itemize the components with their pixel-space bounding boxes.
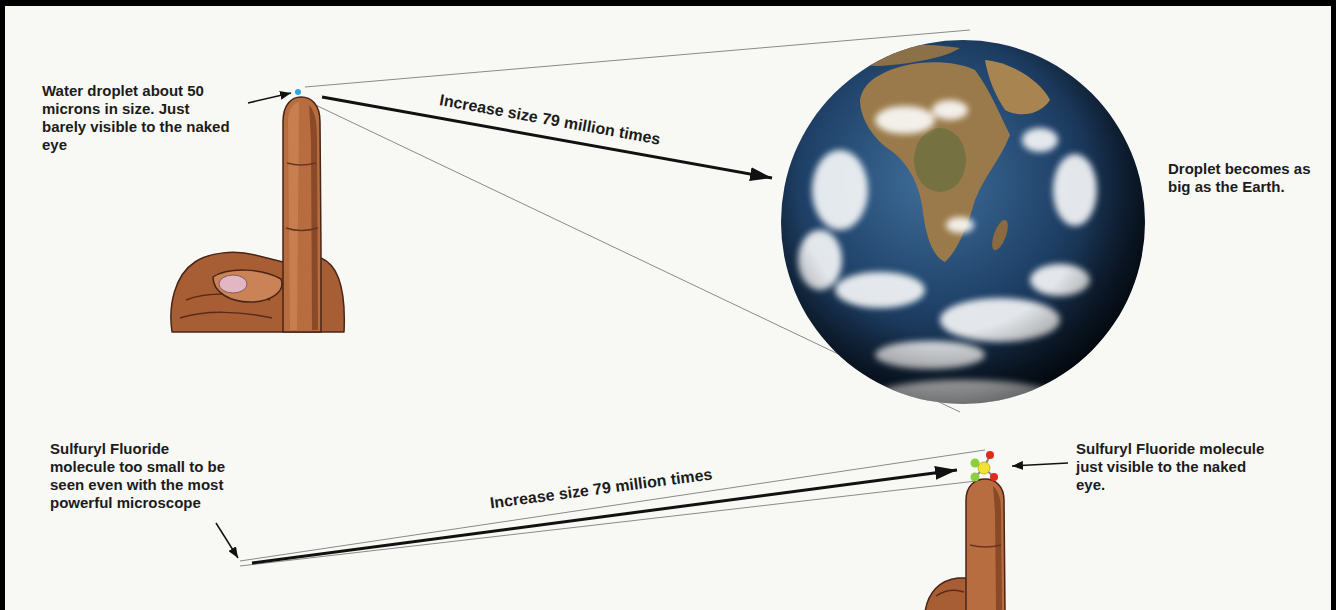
frame-border	[0, 0, 5, 610]
callout-text: Droplet becomes as big as the Earth.	[1166, 160, 1322, 196]
hand-illustration	[287, 163, 316, 165]
hand-illustration	[966, 479, 1005, 610]
callout-text: Sulfuryl Fluoride molecule too small to …	[48, 440, 236, 512]
hand-illustration	[936, 590, 964, 596]
molecule-model	[978, 462, 990, 474]
leader-arrow	[216, 93, 1068, 558]
molecule-model	[971, 473, 980, 482]
frame-border	[1331, 0, 1336, 610]
hand-illustration	[970, 545, 1001, 547]
leader-arrow	[216, 523, 238, 558]
callout-text: Water droplet about 50 microns in size. …	[40, 82, 238, 154]
molecule-model	[986, 451, 994, 459]
hand-illustration	[993, 486, 1002, 610]
hand-illustration	[288, 102, 299, 330]
projection-line	[240, 450, 985, 561]
hand-illustration	[925, 578, 968, 610]
molecule-model	[990, 473, 998, 481]
leader-arrow	[248, 93, 291, 103]
leader-arrow	[1012, 463, 1068, 466]
earth-illustration	[781, 40, 1145, 416]
molecule-model	[971, 451, 999, 482]
hand-illustration	[283, 97, 321, 332]
hand-illustration	[180, 312, 272, 318]
hand-illustration	[219, 275, 247, 293]
frame-border	[0, 0, 1336, 6]
hand-illustration	[925, 479, 1005, 610]
earth-illustration	[781, 40, 1145, 416]
hand-illustration	[286, 228, 318, 231]
hand-illustration	[309, 105, 318, 330]
arrow-label: Increase size 79 million times	[436, 90, 664, 149]
hand-illustration	[213, 270, 282, 302]
earth-illustration	[781, 40, 1145, 404]
callout-text: Sulfuryl Fluoride molecule just visible …	[1074, 440, 1278, 494]
scale-arrow	[252, 97, 957, 563]
water-droplet	[295, 89, 301, 95]
earth-illustration	[781, 40, 1145, 404]
